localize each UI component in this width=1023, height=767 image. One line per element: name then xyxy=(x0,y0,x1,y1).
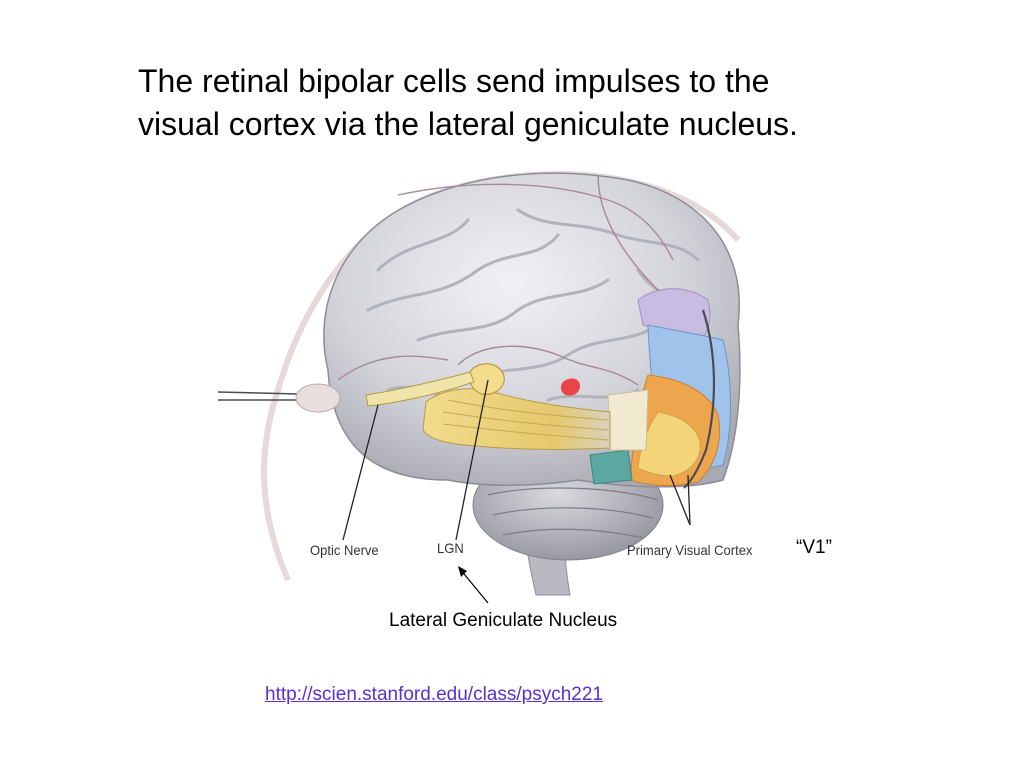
title-line-1: The retinal bipolar cells send impulses … xyxy=(138,63,770,99)
title-line-2: visual cortex via the lateral geniculate… xyxy=(138,106,798,142)
optic-nerve-label: Optic Nerve xyxy=(310,542,379,559)
calcarine-sulcus xyxy=(683,309,716,489)
cortex-cream-region xyxy=(607,389,649,451)
cerebellum-folds xyxy=(487,487,659,539)
brain-visual-pathway-diagram xyxy=(217,171,741,596)
cortex-leader-1 xyxy=(669,474,691,526)
slide-title: The retinal bipolar cells send impulses … xyxy=(138,60,958,146)
eye-ball xyxy=(295,383,341,413)
lateral-geniculate-nucleus-annotation: Lateral Geniculate Nucleus xyxy=(389,610,618,631)
lgn-pointer-arrow xyxy=(458,566,489,604)
primary-visual-cortex-label: Primary Visual Cortex xyxy=(627,542,753,559)
cortex-teal-region xyxy=(589,449,633,485)
optic-nerve-structure xyxy=(365,371,475,407)
optic-nerve-leader xyxy=(342,404,379,541)
v1-annotation: “V1” xyxy=(796,537,832,558)
source-link[interactable]: http://scien.stanford.edu/class/psych221 xyxy=(265,684,603,705)
lgn-label: LGN xyxy=(437,540,464,557)
lgn-leader xyxy=(455,379,489,541)
radiation-fibers xyxy=(442,399,609,441)
lgn-structure xyxy=(469,363,505,395)
cortex-leader-2 xyxy=(687,474,691,526)
red-spot xyxy=(560,378,580,396)
eye-structure xyxy=(217,391,300,401)
lobe-boundaries xyxy=(337,174,674,386)
